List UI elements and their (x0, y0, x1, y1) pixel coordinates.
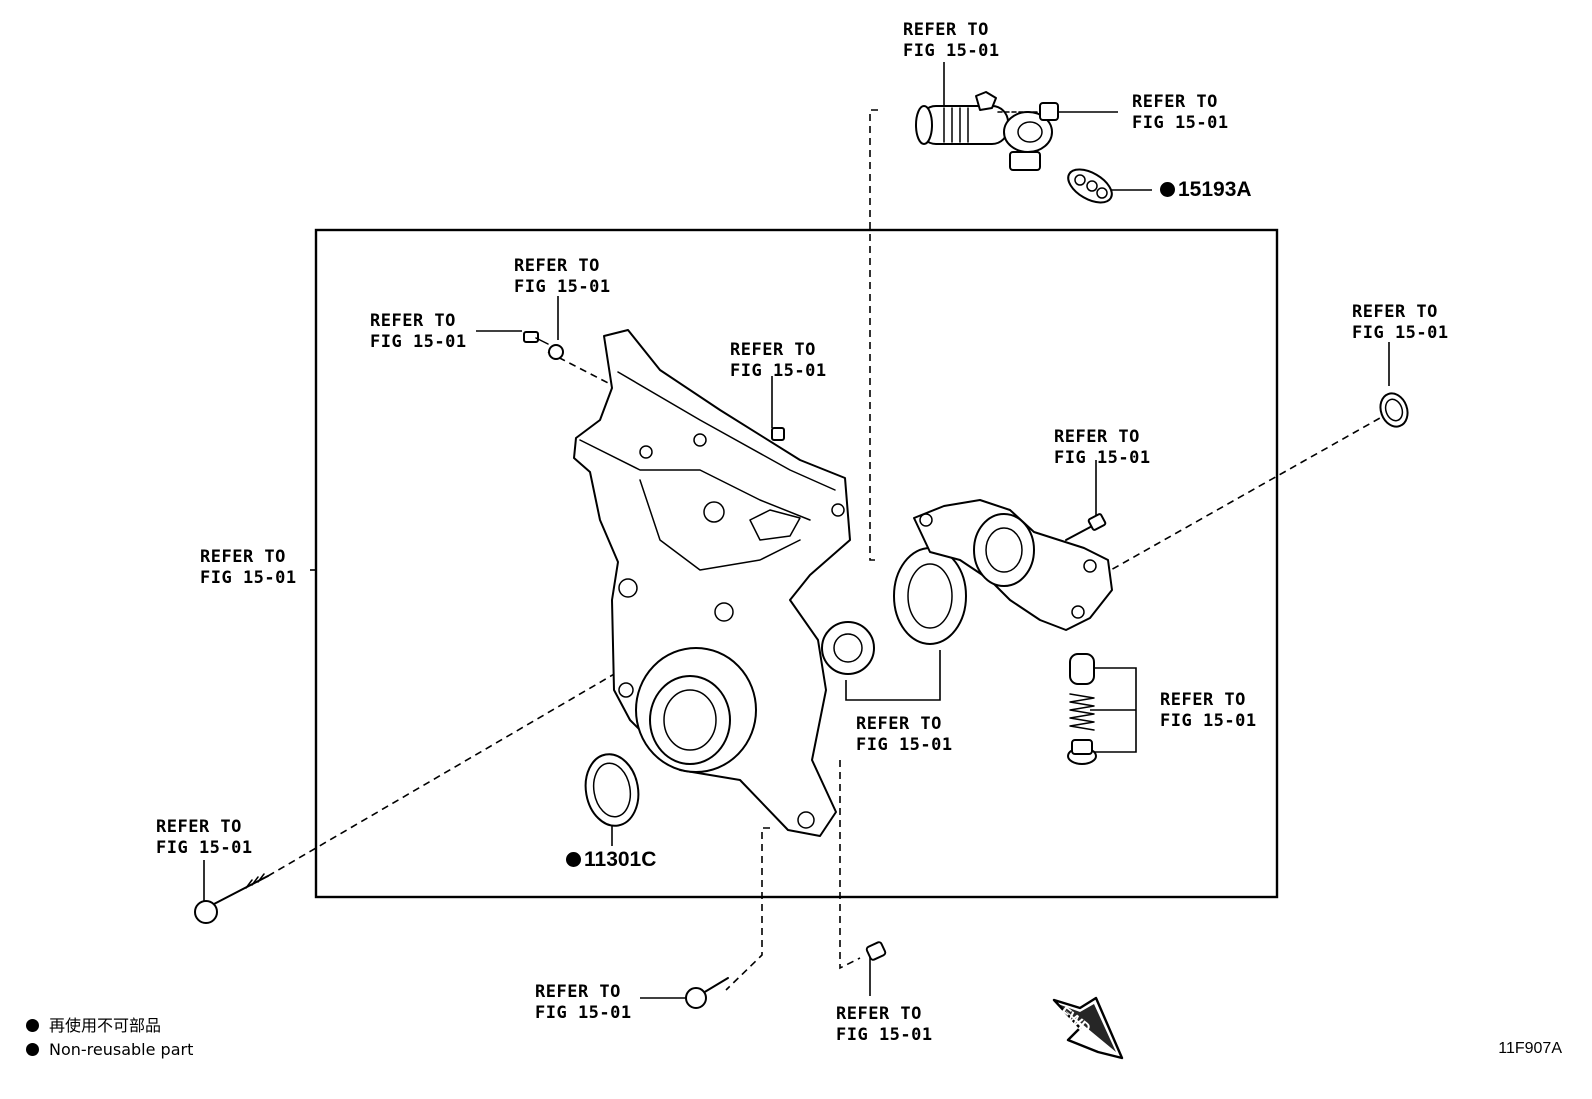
sprocket (821, 621, 875, 675)
callout-line2: FIG 15-01 (156, 838, 253, 858)
callout-line1: REFER TO (1132, 92, 1218, 112)
o-ring-small (548, 344, 564, 360)
callout-line1: REFER TO (200, 547, 286, 567)
callout-line2: FIG 15-01 (370, 332, 467, 352)
callout-line1: REFER TO (370, 311, 456, 331)
callout-refer-dowel: REFER TO FIG 15-01 (730, 340, 827, 382)
callout-refer-relief-valve: REFER TO FIG 15-01 (1160, 690, 1257, 732)
cover-bolt-lower (685, 977, 729, 1009)
legend-marker-icon (26, 1043, 39, 1056)
fwd-arrow-icon (1052, 996, 1124, 1060)
callout-refer-rotor: REFER TO FIG 15-01 (856, 714, 953, 756)
ocv-bolt (997, 102, 1059, 121)
legend-en-text: Non-reusable part (49, 1040, 194, 1059)
callout-line1: REFER TO (1160, 690, 1246, 710)
non-reusable-marker-icon (566, 852, 581, 867)
part-number-text: 11301C (584, 848, 657, 871)
callout-line2: FIG 15-01 (1160, 711, 1257, 731)
callout-refer-pump-bolt: REFER TO FIG 15-01 (1054, 427, 1151, 469)
callout-refer-o-ring-small: REFER TO FIG 15-01 (514, 256, 611, 298)
callout-line2: FIG 15-01 (1132, 113, 1229, 133)
callout-refer-o-ring-right: REFER TO FIG 15-01 (1352, 302, 1449, 344)
lower-dowel-pin (865, 941, 887, 961)
callout-line1: REFER TO (514, 256, 600, 276)
callout-line2: FIG 15-01 (514, 277, 611, 297)
callout-line2: FIG 15-01 (1352, 323, 1449, 343)
relief-valve-spring (1069, 693, 1095, 731)
callout-refer-lower-bolt: REFER TO FIG 15-01 (535, 982, 632, 1024)
callout-line1: REFER TO (156, 817, 242, 837)
callout-line1: REFER TO (856, 714, 942, 734)
front-oil-seal (584, 753, 640, 827)
assembly-dashed-lines (267, 109, 1381, 991)
timing-chain-cover (573, 329, 851, 837)
callout-refer-cover: REFER TO FIG 15-01 (200, 547, 297, 589)
callout-line2: FIG 15-01 (1054, 448, 1151, 468)
long-bolt (194, 873, 269, 924)
pump-cover-bolt (1065, 513, 1107, 541)
relief-valve-plunger (1069, 653, 1095, 685)
part-number-text: 15193A (1178, 178, 1252, 201)
figure-id: 11F907A (1498, 1040, 1562, 1057)
callout-line2: FIG 15-01 (856, 735, 953, 755)
callout-refer-ocv-bolt: REFER TO FIG 15-01 (1132, 92, 1229, 134)
legend-jp: 再使用不可部品 (26, 1012, 161, 1036)
callout-line2: FIG 15-01 (836, 1025, 933, 1045)
assembly-frame (314, 228, 1279, 899)
callout-line2: FIG 15-01 (535, 1003, 632, 1023)
ocv-gasket (1067, 168, 1113, 204)
callout-line1: REFER TO (836, 1004, 922, 1024)
oil-pump-cover (913, 499, 1113, 631)
callout-line1: REFER TO (730, 340, 816, 360)
oil-control-valve (915, 91, 1053, 171)
oil-pump-rotor (893, 547, 967, 645)
callout-line1: REFER TO (1054, 427, 1140, 447)
callout-line1: REFER TO (903, 20, 989, 40)
callout-refer-small-bolt: REFER TO FIG 15-01 (370, 311, 467, 353)
callout-refer-long-bolt: REFER TO FIG 15-01 (156, 817, 253, 859)
part-number-front-oil-seal: 11301C (566, 848, 656, 872)
legend-marker-icon (26, 1019, 39, 1032)
callout-line1: REFER TO (535, 982, 621, 1002)
non-reusable-marker-icon (1160, 182, 1175, 197)
legend-jp-text: 再使用不可部品 (49, 1016, 162, 1035)
legend-en: Non-reusable part (26, 1040, 193, 1059)
small-bolt-upper (523, 331, 549, 345)
callout-line2: FIG 15-01 (903, 41, 1000, 61)
part-number-ocv-gasket: 15193A (1160, 178, 1252, 202)
callout-line1: REFER TO (1352, 302, 1438, 322)
callout-refer-lower-pin: REFER TO FIG 15-01 (836, 1004, 933, 1046)
relief-valve-plug (1067, 739, 1097, 765)
dowel-pin (771, 427, 785, 441)
callout-line2: FIG 15-01 (200, 568, 297, 588)
callout-line2: FIG 15-01 (730, 361, 827, 381)
o-ring-right (1379, 392, 1409, 428)
callout-refer-ocv: REFER TO FIG 15-01 (903, 20, 1000, 62)
